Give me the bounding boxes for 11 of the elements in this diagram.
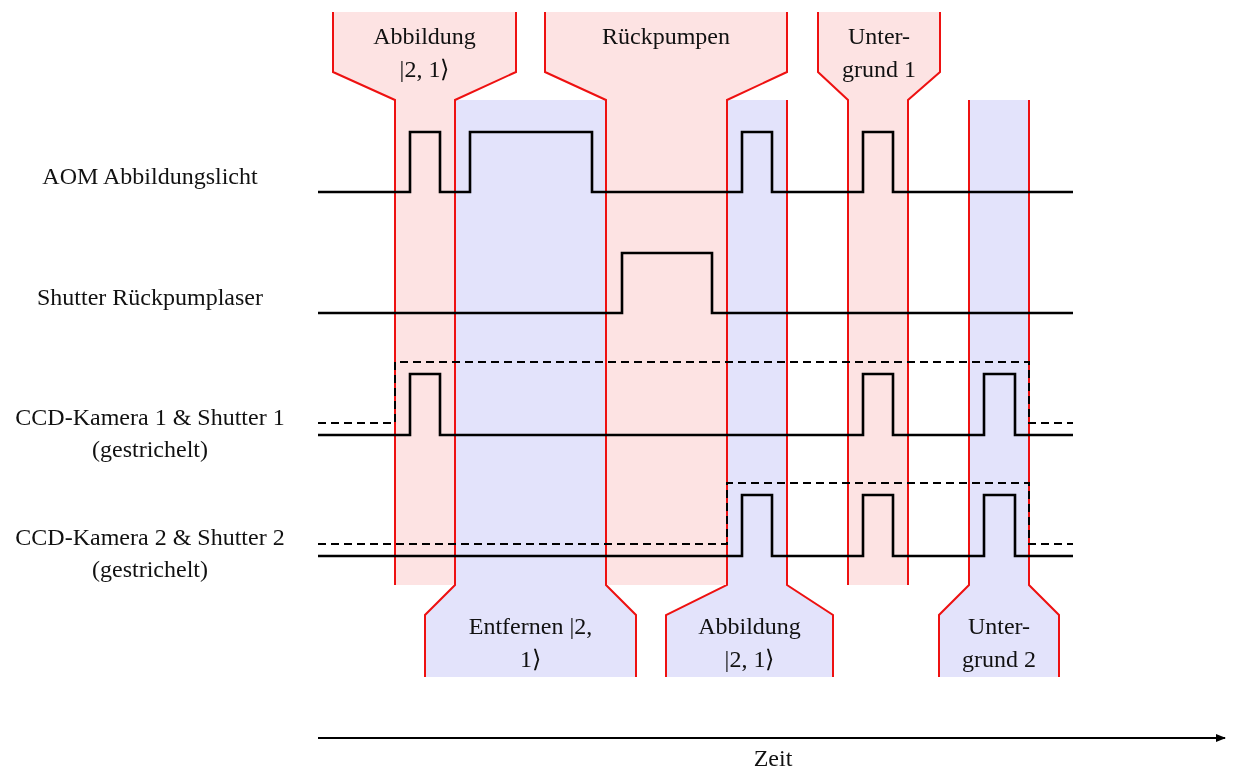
band-label: Unter- grund 2 [961,612,1037,674]
signal-label: CCD-Kamera 2 & Shutter 2 (gestrichelt) [14,523,286,584]
signal-label: CCD-Kamera 1 & Shutter 1 (gestrichelt) [14,403,286,464]
band-label: Entfernen |2, 1⟩ [467,612,594,674]
band-label: Rückpumpen [601,22,731,51]
axis-label: Zeit [752,744,794,771]
band-label: Unter- grund 1 [841,22,917,84]
band-label: Abbildung |2, 1⟩ [372,22,477,84]
signal-label: AOM Abbildungslicht [41,162,259,191]
signal-label: Shutter Rückpumplaser [36,283,264,312]
band-label: Abbildung |2, 1⟩ [697,612,802,674]
